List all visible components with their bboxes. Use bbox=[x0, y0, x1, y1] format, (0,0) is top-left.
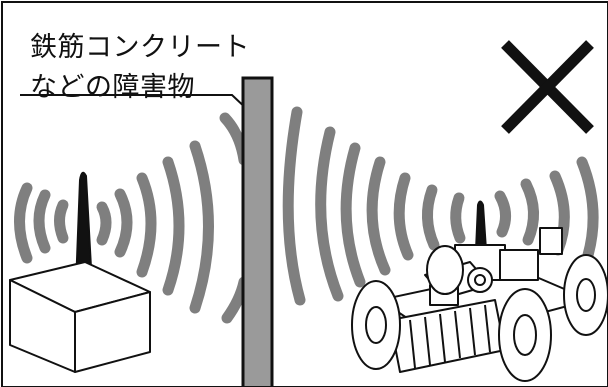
left-wave-l1 bbox=[54, 199, 69, 244]
left-signal-waves bbox=[14, 112, 250, 324]
left-wave-r1 bbox=[96, 201, 112, 246]
engine-block-2 bbox=[499, 249, 539, 281]
right-signal-waves bbox=[282, 106, 599, 306]
left-wave-r2 bbox=[114, 188, 133, 258]
right-wave-2 bbox=[315, 126, 344, 302]
right-wave-3 bbox=[340, 142, 366, 288]
mower-antenna bbox=[475, 200, 487, 251]
left-wave-r5 bbox=[189, 140, 214, 314]
station-side bbox=[74, 291, 151, 373]
left-wave-l3 bbox=[14, 182, 33, 264]
engine-block-3 bbox=[539, 227, 563, 255]
left-wave-l2 bbox=[33, 189, 51, 254]
cross-mark-icon bbox=[501, 40, 594, 134]
obstacle-label-line1: 鉄筋コンクリート bbox=[30, 32, 250, 63]
wheel-front-right-hub bbox=[513, 314, 537, 356]
deck-ribs bbox=[409, 304, 491, 369]
wheel-rear-left bbox=[426, 245, 464, 295]
right-wave-4 bbox=[366, 156, 391, 276]
obstacle-label-line2: などの障害物 bbox=[30, 72, 195, 103]
obstacle-label: 鉄筋コンクリート などの障害物 bbox=[30, 28, 250, 108]
right-wave-6 bbox=[422, 184, 440, 251]
right-wave-7 bbox=[450, 192, 466, 244]
right-wave-1 bbox=[282, 106, 306, 306]
left-wave-r4 bbox=[162, 156, 185, 296]
right-wave-11 bbox=[576, 156, 599, 268]
base-station-icon bbox=[9, 171, 151, 373]
right-wave-9 bbox=[520, 178, 539, 246]
wheel-rear-right-hub bbox=[576, 278, 596, 312]
left-wave-r3 bbox=[136, 172, 157, 278]
right-wave-8 bbox=[494, 190, 511, 238]
concrete-wall bbox=[241, 76, 274, 387]
robotic-mower-icon bbox=[351, 200, 608, 382]
wheel-front-left-hub bbox=[365, 306, 387, 344]
engine-gear-inner bbox=[474, 274, 486, 286]
right-wave-5 bbox=[393, 172, 414, 261]
